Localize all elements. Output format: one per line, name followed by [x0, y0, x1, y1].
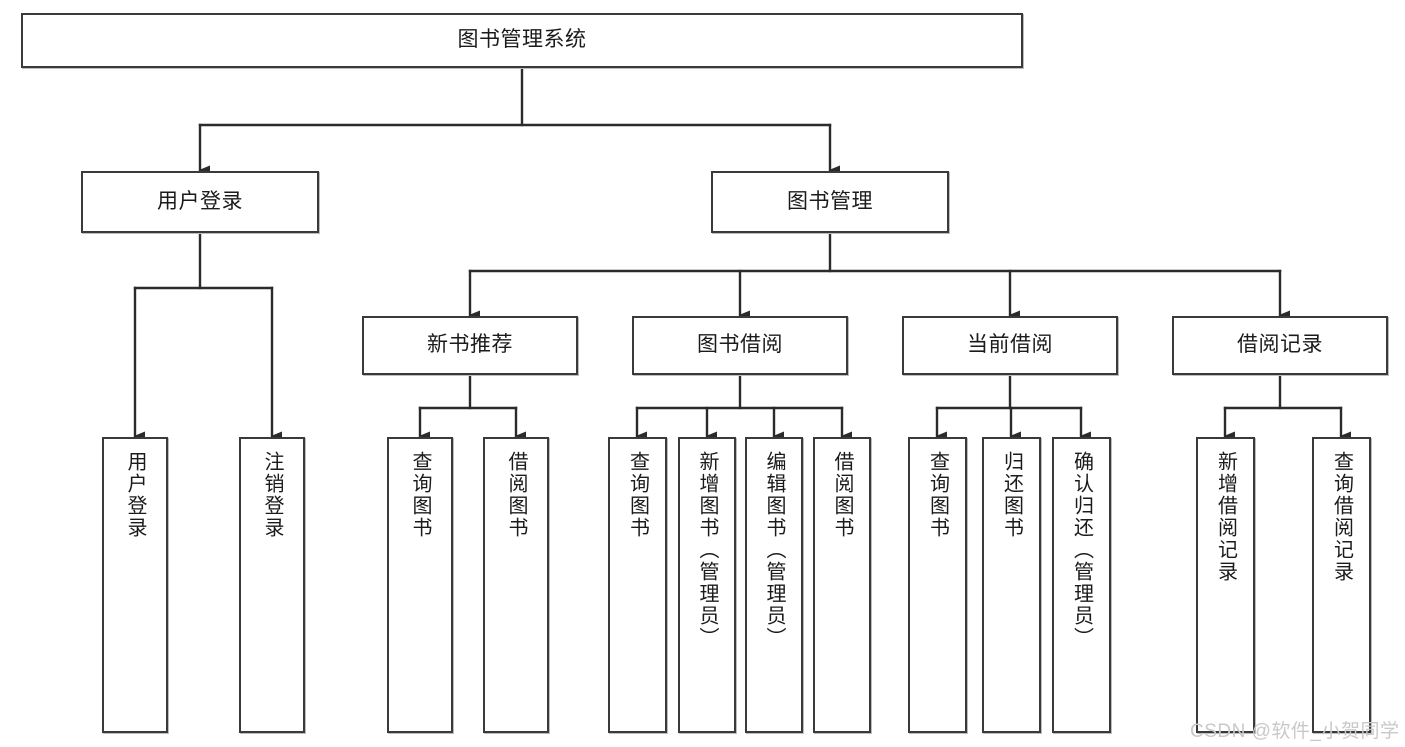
node-current-borrow[interactable]: 当前借阅: [902, 316, 1118, 375]
node-leaf-query-book-rec[interactable]: 查询图书: [387, 437, 453, 733]
node-root[interactable]: 图书管理系统: [21, 13, 1023, 68]
node-book-manage[interactable]: 图书管理: [711, 171, 949, 233]
node-leaf-logout[interactable]: 注销登录: [239, 437, 305, 733]
node-label: 新书推荐: [427, 333, 513, 357]
node-leaf-borrow-book-rec[interactable]: 借阅图书: [483, 437, 549, 733]
node-leaf-add-record[interactable]: 新增借阅记录: [1196, 437, 1255, 733]
node-label: 查询图书: [926, 451, 949, 539]
node-label: 编辑图书（管理员）: [763, 451, 785, 649]
node-label: 图书管理系统: [457, 28, 587, 52]
node-label: 用户登录: [124, 451, 146, 539]
node-leaf-return-book[interactable]: 归还图书: [982, 437, 1041, 733]
node-new-book-recommend[interactable]: 新书推荐: [362, 316, 578, 375]
node-label: 当前借阅: [967, 333, 1053, 357]
node-label: 确认归还（管理员）: [1070, 451, 1093, 649]
node-leaf-add-book[interactable]: 新增图书（管理员）: [678, 437, 736, 733]
node-borrow-record[interactable]: 借阅记录: [1172, 316, 1388, 375]
node-leaf-query-record[interactable]: 查询借阅记录: [1312, 437, 1371, 733]
node-label: 借阅记录: [1237, 333, 1323, 357]
node-label: 注销登录: [261, 451, 283, 539]
node-leaf-query-book-borrow[interactable]: 查询图书: [608, 437, 667, 733]
node-label: 查询借阅记录: [1330, 451, 1353, 583]
csdn-watermark: CSDN @软件_小贺同学: [1190, 721, 1400, 742]
node-leaf-user-login[interactable]: 用户登录: [102, 437, 168, 733]
node-label: 新增图书（管理员）: [696, 451, 718, 649]
node-label: 归还图书: [1000, 451, 1023, 539]
node-label: 图书管理: [787, 189, 873, 213]
node-leaf-confirm-return[interactable]: 确认归还（管理员）: [1052, 437, 1111, 733]
node-label: 查询图书: [409, 451, 431, 539]
node-label: 用户登录: [157, 189, 243, 213]
node-label: 借阅图书: [505, 451, 527, 539]
node-leaf-borrow-book[interactable]: 借阅图书: [813, 437, 871, 733]
node-user-login[interactable]: 用户登录: [81, 171, 319, 233]
node-book-borrow[interactable]: 图书借阅: [632, 316, 848, 375]
node-label: 新增借阅记录: [1214, 451, 1237, 583]
node-leaf-query-book-cur[interactable]: 查询图书: [908, 437, 967, 733]
node-label: 查询图书: [626, 451, 649, 539]
node-leaf-edit-book[interactable]: 编辑图书（管理员）: [745, 437, 803, 733]
node-label: 图书借阅: [697, 333, 783, 357]
node-label: 借阅图书: [831, 451, 853, 539]
